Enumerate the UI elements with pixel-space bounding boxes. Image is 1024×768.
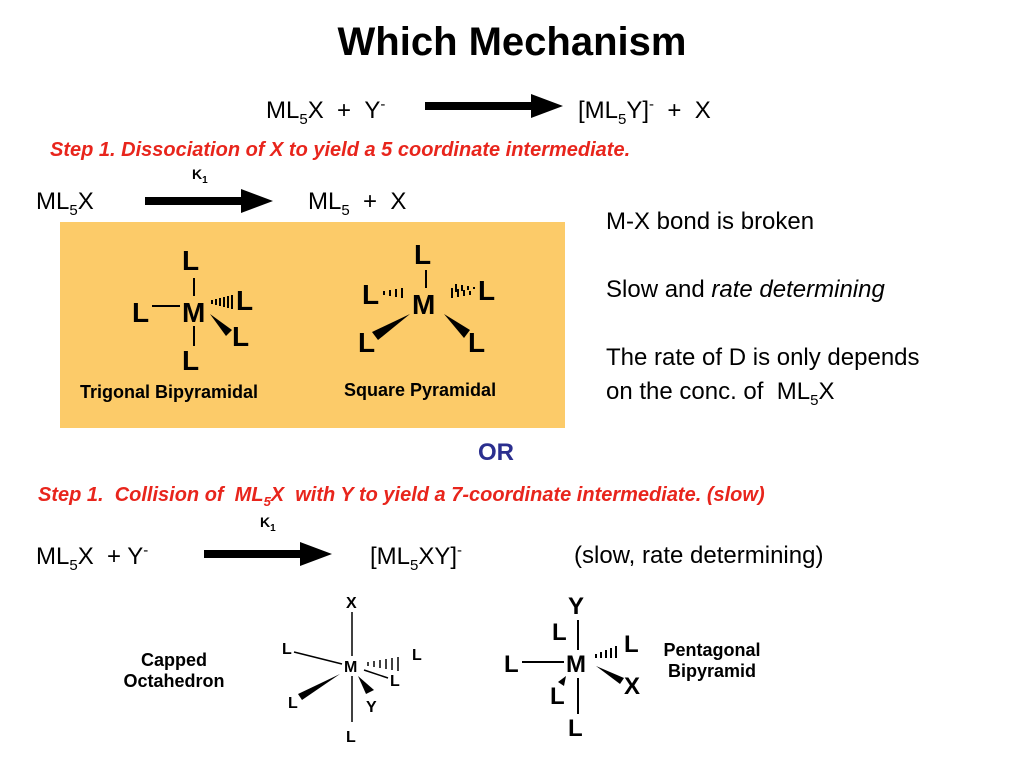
pbp-metal: M	[566, 651, 586, 678]
sqp-ligand-right: L	[478, 275, 495, 306]
tbp-ligand-bottom: L	[182, 345, 199, 376]
pbp-ligand-left: L	[504, 651, 519, 678]
overall-reactants: ML5X + Y-	[266, 96, 386, 128]
tbp-ligand-top: L	[182, 245, 199, 276]
sqp-ligand-lower-left: L	[358, 327, 375, 358]
note-rate-depends: The rate of D is only depends	[606, 344, 920, 371]
co-ligand-y: Y	[366, 699, 377, 716]
pbp-ligand-x: X	[624, 673, 640, 700]
pentagonal-bipyramid-structure: Y L M L L X L L	[504, 593, 640, 742]
intermediate-panel: L M L L L L L M	[60, 222, 565, 428]
tbp-ligand-left: L	[132, 297, 149, 328]
sqp-ligand-lower-right: L	[468, 327, 485, 358]
tbp-label: Trigonal Bipyramidal	[80, 382, 259, 402]
trigonal-bipyramidal-structure: L M L L L L	[132, 245, 253, 376]
reaction1-reactant: ML5X	[36, 188, 94, 219]
five-coordinate-structures: L M L L L L L M	[132, 239, 495, 376]
or-label: OR	[478, 439, 514, 466]
reaction1-arrow	[145, 189, 273, 213]
co-metal: M	[344, 659, 357, 676]
sqp-ligand-left: L	[362, 279, 379, 310]
co-ligand-right: L	[390, 673, 400, 690]
pbp-ligand-y: Y	[568, 593, 584, 620]
k1-label-bottom: K1	[260, 514, 276, 534]
note-conc: on the conc. of ML5X	[606, 378, 835, 409]
reaction2-note: (slow, rate determining)	[574, 542, 824, 569]
co-ligand-x: X	[346, 595, 357, 612]
co-ligand-bottom: L	[346, 729, 356, 746]
sqp-ligand-top: L	[414, 239, 431, 270]
co-ligand-hashed: L	[412, 647, 422, 664]
k1-label-top: K1	[192, 166, 208, 186]
tbp-metal: M	[182, 297, 205, 328]
square-pyramidal-structure: L M L L L L	[358, 239, 495, 358]
pbp-ligand-upper-right: L	[624, 631, 639, 658]
step1-dissociation: Step 1. Dissociation of X to yield a 5 c…	[50, 139, 631, 161]
co-ligand-upper-left: L	[282, 641, 292, 658]
overall-arrow	[425, 94, 563, 118]
reaction2-product: [ML5XY]-	[370, 542, 463, 574]
reaction1-products: ML5 + X	[308, 188, 407, 219]
reaction2-reactants: ML5X + Y-	[36, 542, 149, 574]
tbp-ligand-wedge: L	[232, 321, 249, 352]
co-ligand-wedge: L	[288, 695, 298, 712]
pbp-ligand-lower-left: L	[550, 683, 565, 710]
page-title: Which Mechanism	[337, 20, 687, 64]
tbp-ligand-hashed: L	[236, 285, 253, 316]
pbp-ligand-bottom: L	[568, 715, 583, 742]
step1-collision: Step 1. Collision of ML5X with Y to yiel…	[38, 484, 765, 509]
capped-octahedron-structure: X M L L L L Y L	[282, 595, 422, 746]
sqp-metal: M	[412, 289, 435, 320]
reaction2-arrow	[204, 542, 332, 566]
sqp-label: Square Pyramidal	[344, 380, 497, 400]
overall-products: [ML5Y]- + X	[578, 96, 711, 128]
note-bond-broken: M-X bond is broken	[606, 208, 815, 235]
note-rate-determining: Slow and rate determining	[606, 276, 885, 303]
pbp-ligand-upper-left: L	[552, 619, 567, 646]
